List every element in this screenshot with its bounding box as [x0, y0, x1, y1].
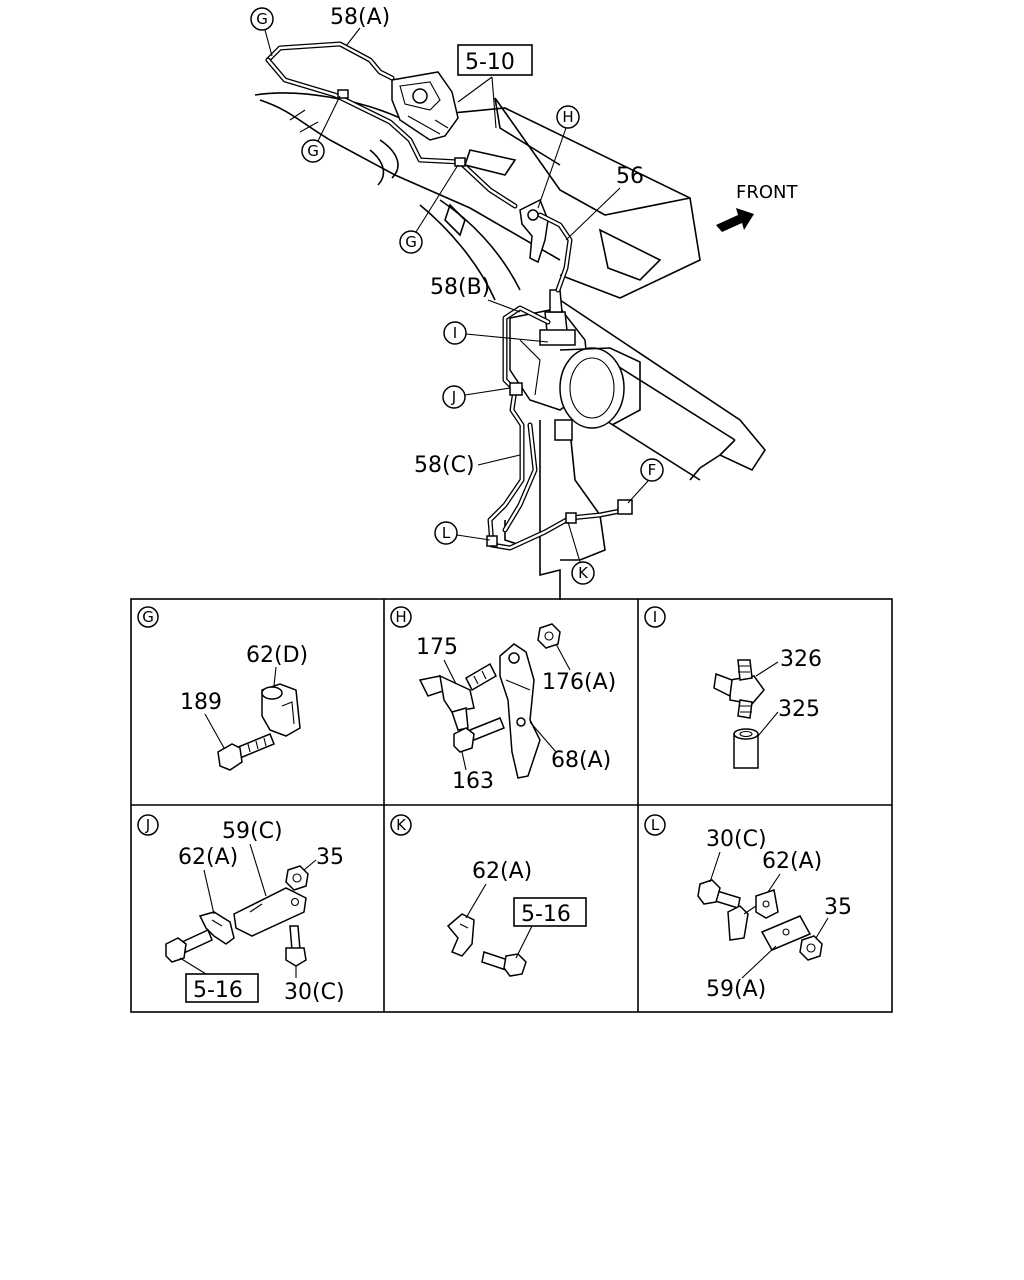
nut-35-l — [799, 935, 823, 961]
clip-62a-l — [727, 889, 779, 941]
bracket-68a — [499, 643, 541, 779]
svg-text:I: I — [653, 608, 657, 626]
tee-326 — [713, 659, 765, 719]
detail-k: K 62(A) 5-16 — [390, 814, 587, 977]
callout-g-low: G — [399, 164, 459, 254]
bolt-189 — [217, 733, 275, 771]
label-176a: 176(A) — [542, 670, 616, 695]
frame-rail-upper — [254, 92, 701, 299]
label-ref-5-16-k: 5-16 — [521, 902, 571, 927]
svg-text:G: G — [405, 233, 417, 251]
plate-59c — [233, 887, 307, 937]
label-163: 163 — [452, 769, 494, 794]
callout-k: K — [567, 521, 595, 585]
svg-text:L: L — [442, 524, 451, 542]
label-30c-l: 30(C) — [706, 827, 767, 852]
callout-h: H — [537, 105, 580, 209]
callout-l: L — [434, 521, 491, 545]
bracket-h-assembly — [519, 198, 549, 264]
detail-h: H 175 176(A) 68(A) — [390, 606, 616, 794]
front-arrow-icon — [716, 208, 754, 232]
svg-text:J: J — [145, 816, 150, 834]
svg-text:L: L — [651, 816, 660, 834]
bolt-30c-j — [285, 925, 307, 967]
svg-text:G: G — [307, 142, 319, 160]
callout-i: I — [443, 321, 549, 345]
label-62d: 62(D) — [246, 643, 308, 668]
detail-grid — [130, 598, 893, 1013]
front-direction: FRONT — [716, 182, 798, 232]
label-175: 175 — [416, 635, 458, 660]
svg-text:H: H — [395, 608, 406, 626]
tee-175 — [418, 662, 497, 731]
label-35-l: 35 — [824, 895, 852, 920]
detail-i-callout: I — [644, 606, 666, 628]
svg-text:K: K — [578, 564, 589, 582]
label-62a-l: 62(A) — [762, 849, 822, 874]
detail-l-callout: L — [644, 814, 666, 836]
callout-j: J — [442, 385, 511, 409]
label-ref-5-16-j: 5-16 — [193, 978, 243, 1003]
label-189: 189 — [180, 690, 222, 715]
svg-text:F: F — [648, 461, 657, 479]
nut-35-j — [285, 865, 309, 891]
ref-box-5-16-j — [185, 973, 259, 1003]
sleeve-325 — [733, 728, 759, 769]
svg-text:K: K — [396, 816, 407, 834]
pipe-58a — [265, 41, 395, 81]
front-label: FRONT — [736, 182, 798, 203]
brake-pipes — [265, 41, 633, 551]
label-ref-5-10: 5-10 — [465, 50, 515, 75]
clip-62a-k — [446, 913, 475, 957]
ref-box-5-16-k — [513, 897, 587, 927]
label-325: 325 — [778, 697, 820, 722]
detail-j: J 59(C) 62(A) 35 — [137, 814, 345, 1005]
detail-i: I 326 325 — [644, 606, 822, 769]
svg-text:G: G — [256, 10, 268, 28]
bolt-5-16-k — [481, 951, 527, 977]
clip-62a-j — [198, 911, 235, 945]
callout-g-top: G — [250, 7, 274, 57]
label-pipe-58c: 58(C) — [414, 453, 475, 478]
nut-176a — [537, 623, 561, 649]
label-62a-j: 62(A) — [178, 845, 238, 870]
label-35-j: 35 — [316, 845, 344, 870]
svg-text:H: H — [562, 108, 573, 126]
ref-box-5-10 — [457, 44, 533, 76]
bolt-30c-l — [697, 879, 741, 909]
detail-l: L 30(C) 62(A) 35 59(A) — [644, 814, 852, 1002]
svg-text:J: J — [451, 388, 456, 406]
label-59a: 59(A) — [706, 977, 766, 1002]
svg-text:G: G — [142, 608, 154, 626]
label-part-56: 56 — [616, 164, 644, 189]
label-30c-j: 30(C) — [284, 980, 345, 1005]
label-pipe-58a: 58(A) — [330, 5, 390, 30]
detail-g-callout: G — [137, 606, 159, 628]
relay-valve-assembly — [509, 289, 641, 441]
label-59c: 59(C) — [222, 819, 283, 844]
callout-g-mid: G — [301, 95, 341, 163]
svg-text:I: I — [453, 324, 457, 342]
label-68a: 68(A) — [551, 748, 611, 773]
detail-g: G 62(D) 189 — [137, 606, 308, 771]
brake-valve-upper — [391, 71, 459, 141]
clip-62d — [261, 683, 301, 737]
callout-f: F — [627, 458, 664, 504]
main-assembly-drawing: FRONT 58(A) 5-10 56 58(B) 58(C) G G G — [250, 5, 798, 600]
label-62a-k: 62(A) — [472, 859, 532, 884]
detail-h-callout: H — [390, 606, 412, 628]
label-pipe-58b: 58(B) — [430, 275, 490, 300]
detail-j-callout: J — [137, 814, 159, 836]
bolt-163 — [453, 717, 505, 753]
detail-k-callout: K — [390, 814, 412, 836]
frame-rail-lower — [419, 199, 766, 600]
bolt-5-16-j — [165, 928, 213, 963]
label-326: 326 — [780, 647, 822, 672]
plate-59a — [760, 915, 812, 951]
